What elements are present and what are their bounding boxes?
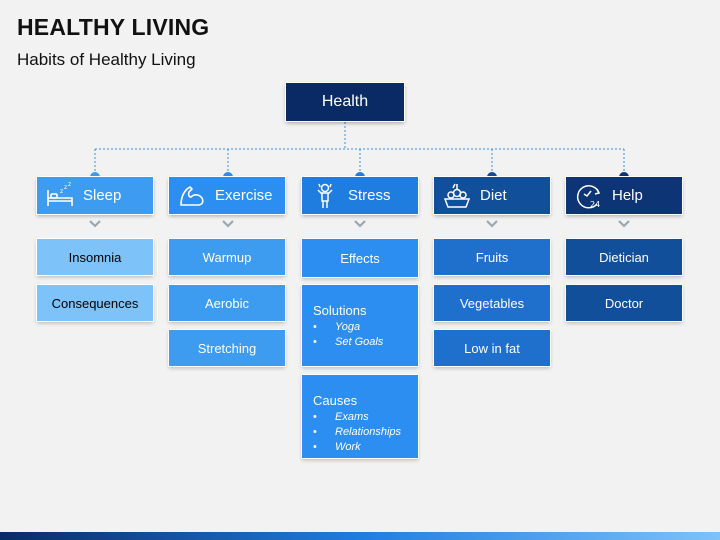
list-item: Set Goals bbox=[313, 335, 418, 350]
page-subtitle: Habits of Healthy Living bbox=[17, 50, 196, 69]
svg-text:z: z bbox=[60, 188, 63, 195]
connector-dot-sleep bbox=[90, 172, 100, 177]
list-item: Yoga bbox=[313, 320, 418, 335]
stress-item-effects: Effects bbox=[302, 239, 418, 277]
chevron-down-icon bbox=[354, 220, 366, 228]
diet-item-low-in-fat: Low in fat bbox=[434, 330, 550, 366]
column-label-sleep: Sleep bbox=[83, 187, 122, 204]
svg-text:z: z bbox=[68, 181, 71, 188]
chevron-down-icon bbox=[222, 220, 234, 228]
svg-text:z: z bbox=[64, 184, 67, 191]
list-item: Work bbox=[313, 440, 418, 455]
column-label-stress: Stress bbox=[348, 187, 391, 204]
solutions-label: Solutions bbox=[313, 303, 367, 318]
help-item-dietician: Dietician bbox=[566, 239, 682, 275]
connector-dot-help bbox=[619, 172, 629, 177]
column-header-stress: Stress bbox=[302, 177, 418, 214]
column-label-help: Help bbox=[612, 187, 643, 204]
stress-item-causes: Causes Exams Relationships Work bbox=[302, 375, 418, 458]
help-item-doctor: Doctor bbox=[566, 285, 682, 321]
column-header-help: 24 Help bbox=[566, 177, 682, 214]
connector-dot-diet bbox=[487, 172, 497, 177]
list-item: Exams bbox=[313, 410, 418, 425]
food-basket-icon bbox=[443, 183, 471, 208]
24h-clock-icon: 24 bbox=[576, 184, 600, 209]
diet-item-fruits: Fruits bbox=[434, 239, 550, 275]
flexed-arm-icon bbox=[180, 185, 204, 206]
chevron-down-icon bbox=[618, 220, 630, 228]
chevron-down-icon bbox=[486, 220, 498, 228]
exercise-item-warmup: Warmup bbox=[169, 239, 285, 275]
sleep-item-consequences: Consequences bbox=[37, 285, 153, 321]
root-node-health: Health bbox=[286, 83, 404, 121]
column-header-diet: Diet bbox=[434, 177, 550, 214]
svg-text:24: 24 bbox=[590, 200, 600, 209]
stress-item-solutions: Solutions Yoga Set Goals bbox=[302, 285, 418, 366]
diet-item-vegetables: Vegetables bbox=[434, 285, 550, 321]
chevron-down-icon bbox=[89, 220, 101, 228]
page-title: HEALTHY LIVING bbox=[17, 14, 210, 40]
column-label-diet: Diet bbox=[480, 187, 507, 204]
column-label-exercise: Exercise bbox=[215, 187, 273, 204]
exercise-item-aerobic: Aerobic bbox=[169, 285, 285, 321]
solutions-list: Yoga Set Goals bbox=[302, 320, 418, 350]
causes-label: Causes bbox=[313, 393, 358, 408]
list-item: Relationships bbox=[313, 425, 418, 440]
causes-list: Exams Relationships Work bbox=[302, 410, 418, 455]
sleep-item-insomnia: Insomnia bbox=[37, 239, 153, 275]
stressed-person-icon bbox=[317, 183, 333, 208]
connector-dot-exercise bbox=[223, 172, 233, 177]
exercise-item-stretching: Stretching bbox=[169, 330, 285, 366]
bottom-accent-bar bbox=[0, 532, 720, 540]
column-header-exercise: Exercise bbox=[169, 177, 285, 214]
connector-dot-stress bbox=[355, 172, 365, 177]
